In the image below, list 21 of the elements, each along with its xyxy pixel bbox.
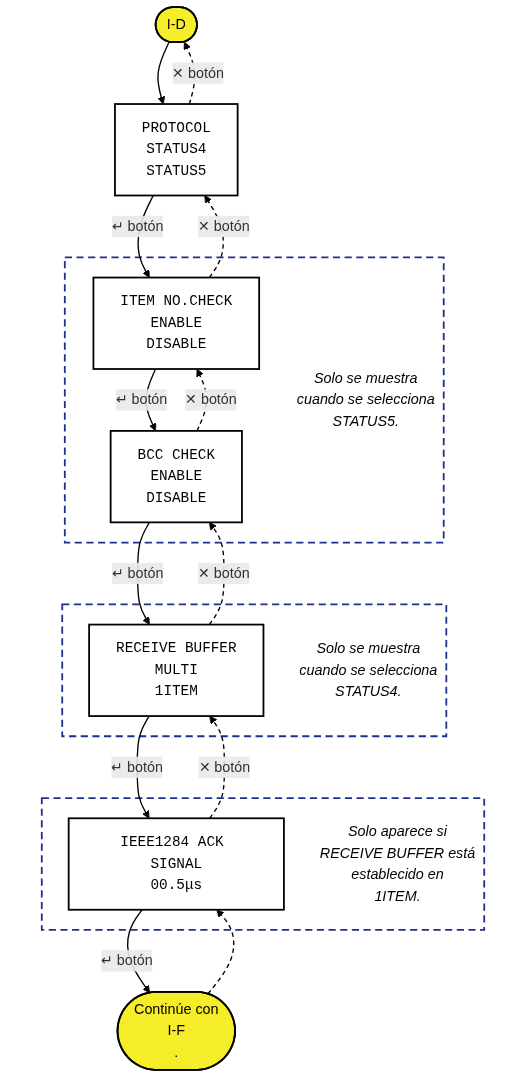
edge-label: ✕ botón	[172, 65, 224, 81]
arrow	[204, 195, 224, 279]
edge-label: ✕ botón	[185, 391, 237, 408]
edge-label: ↵ botón	[101, 952, 153, 969]
node-box: RECEIVE BUFFER MULTI 1ITEM	[88, 623, 265, 717]
edge-label: ✕ botón	[198, 759, 251, 775]
arrow	[208, 522, 225, 626]
edge-label: ↵ botón	[115, 391, 168, 408]
node-box: IEEE1284 ACK SIGNAL 00.5μs	[67, 817, 285, 911]
edge-label: ✕ botón	[198, 565, 250, 581]
arrow	[183, 41, 196, 105]
arrow	[208, 715, 226, 819]
edge-label: ↵ botón	[111, 218, 164, 234]
arrow	[157, 41, 170, 105]
node-box: ITEM NO.CHECK ENABLE DISABLE	[92, 276, 261, 370]
edge-label: ✕ botón	[198, 218, 250, 234]
edge-label: ↵ botón	[111, 565, 164, 581]
edge-label: ↵ botón	[111, 759, 163, 775]
node-box: PROTOCOL STATUS4 STATUS5	[114, 103, 239, 197]
node-box: BCC CHECK ENABLE DISABLE	[109, 430, 243, 524]
arrow	[207, 909, 235, 995]
